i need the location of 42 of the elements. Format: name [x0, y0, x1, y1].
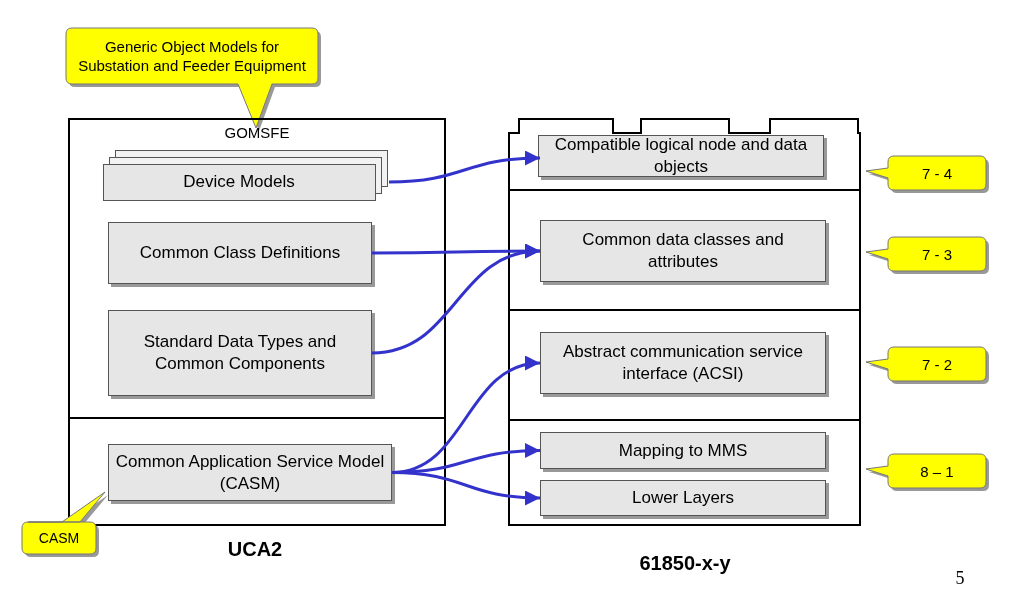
tag-text: 7 - 3 [921, 244, 953, 264]
tag-label [866, 347, 990, 385]
box-label: Standard Data Types and Common Components [142, 331, 338, 375]
process-box [108, 310, 372, 396]
process-box [540, 220, 826, 282]
box-label: Common data classes and attributes [581, 229, 785, 273]
process-box [108, 222, 372, 284]
section-box [508, 419, 861, 526]
callout-text: Generic Object Models for Substation and Feeder Equipment [77, 37, 307, 75]
speech-bubble [66, 28, 320, 130]
speech-bubble [22, 490, 106, 556]
box-label: Mapping to MMS [617, 439, 749, 462]
process-box [540, 480, 826, 516]
box-label: Abstract communication service interface (ACSI) [562, 341, 804, 385]
arrow [391, 471, 541, 506]
process-box [540, 432, 826, 469]
box-label: Common Application Service Model (CASM) [114, 450, 386, 495]
box-label: Lower Layers [630, 487, 736, 509]
stacked-card [103, 150, 389, 201]
process-box [540, 332, 826, 394]
column-title: 61850-x-y [639, 552, 731, 575]
page-number: 5 [955, 568, 965, 589]
tag-label [866, 156, 990, 194]
arrow [371, 245, 541, 355]
callout-text: CASM [37, 528, 81, 548]
section-box [508, 309, 861, 421]
battlement-box [508, 118, 861, 191]
section-box [508, 189, 861, 311]
box-label: Compatible logical node and data objects [553, 134, 809, 178]
tag-text: 7 - 4 [921, 163, 953, 183]
tag-text: 8 – 1 [919, 461, 955, 481]
process-box [108, 444, 392, 501]
tag-label [866, 454, 990, 492]
section-box [68, 118, 446, 419]
box-label: Common Class Definitions [138, 242, 342, 264]
tag-text: 7 - 2 [921, 354, 953, 374]
arrow [388, 150, 541, 184]
box-label: Device Models [182, 171, 296, 193]
section-box [68, 417, 446, 526]
tag-label [866, 237, 990, 275]
column-title: UCA2 [227, 538, 283, 561]
section-heading: GOMSFE [223, 124, 291, 141]
